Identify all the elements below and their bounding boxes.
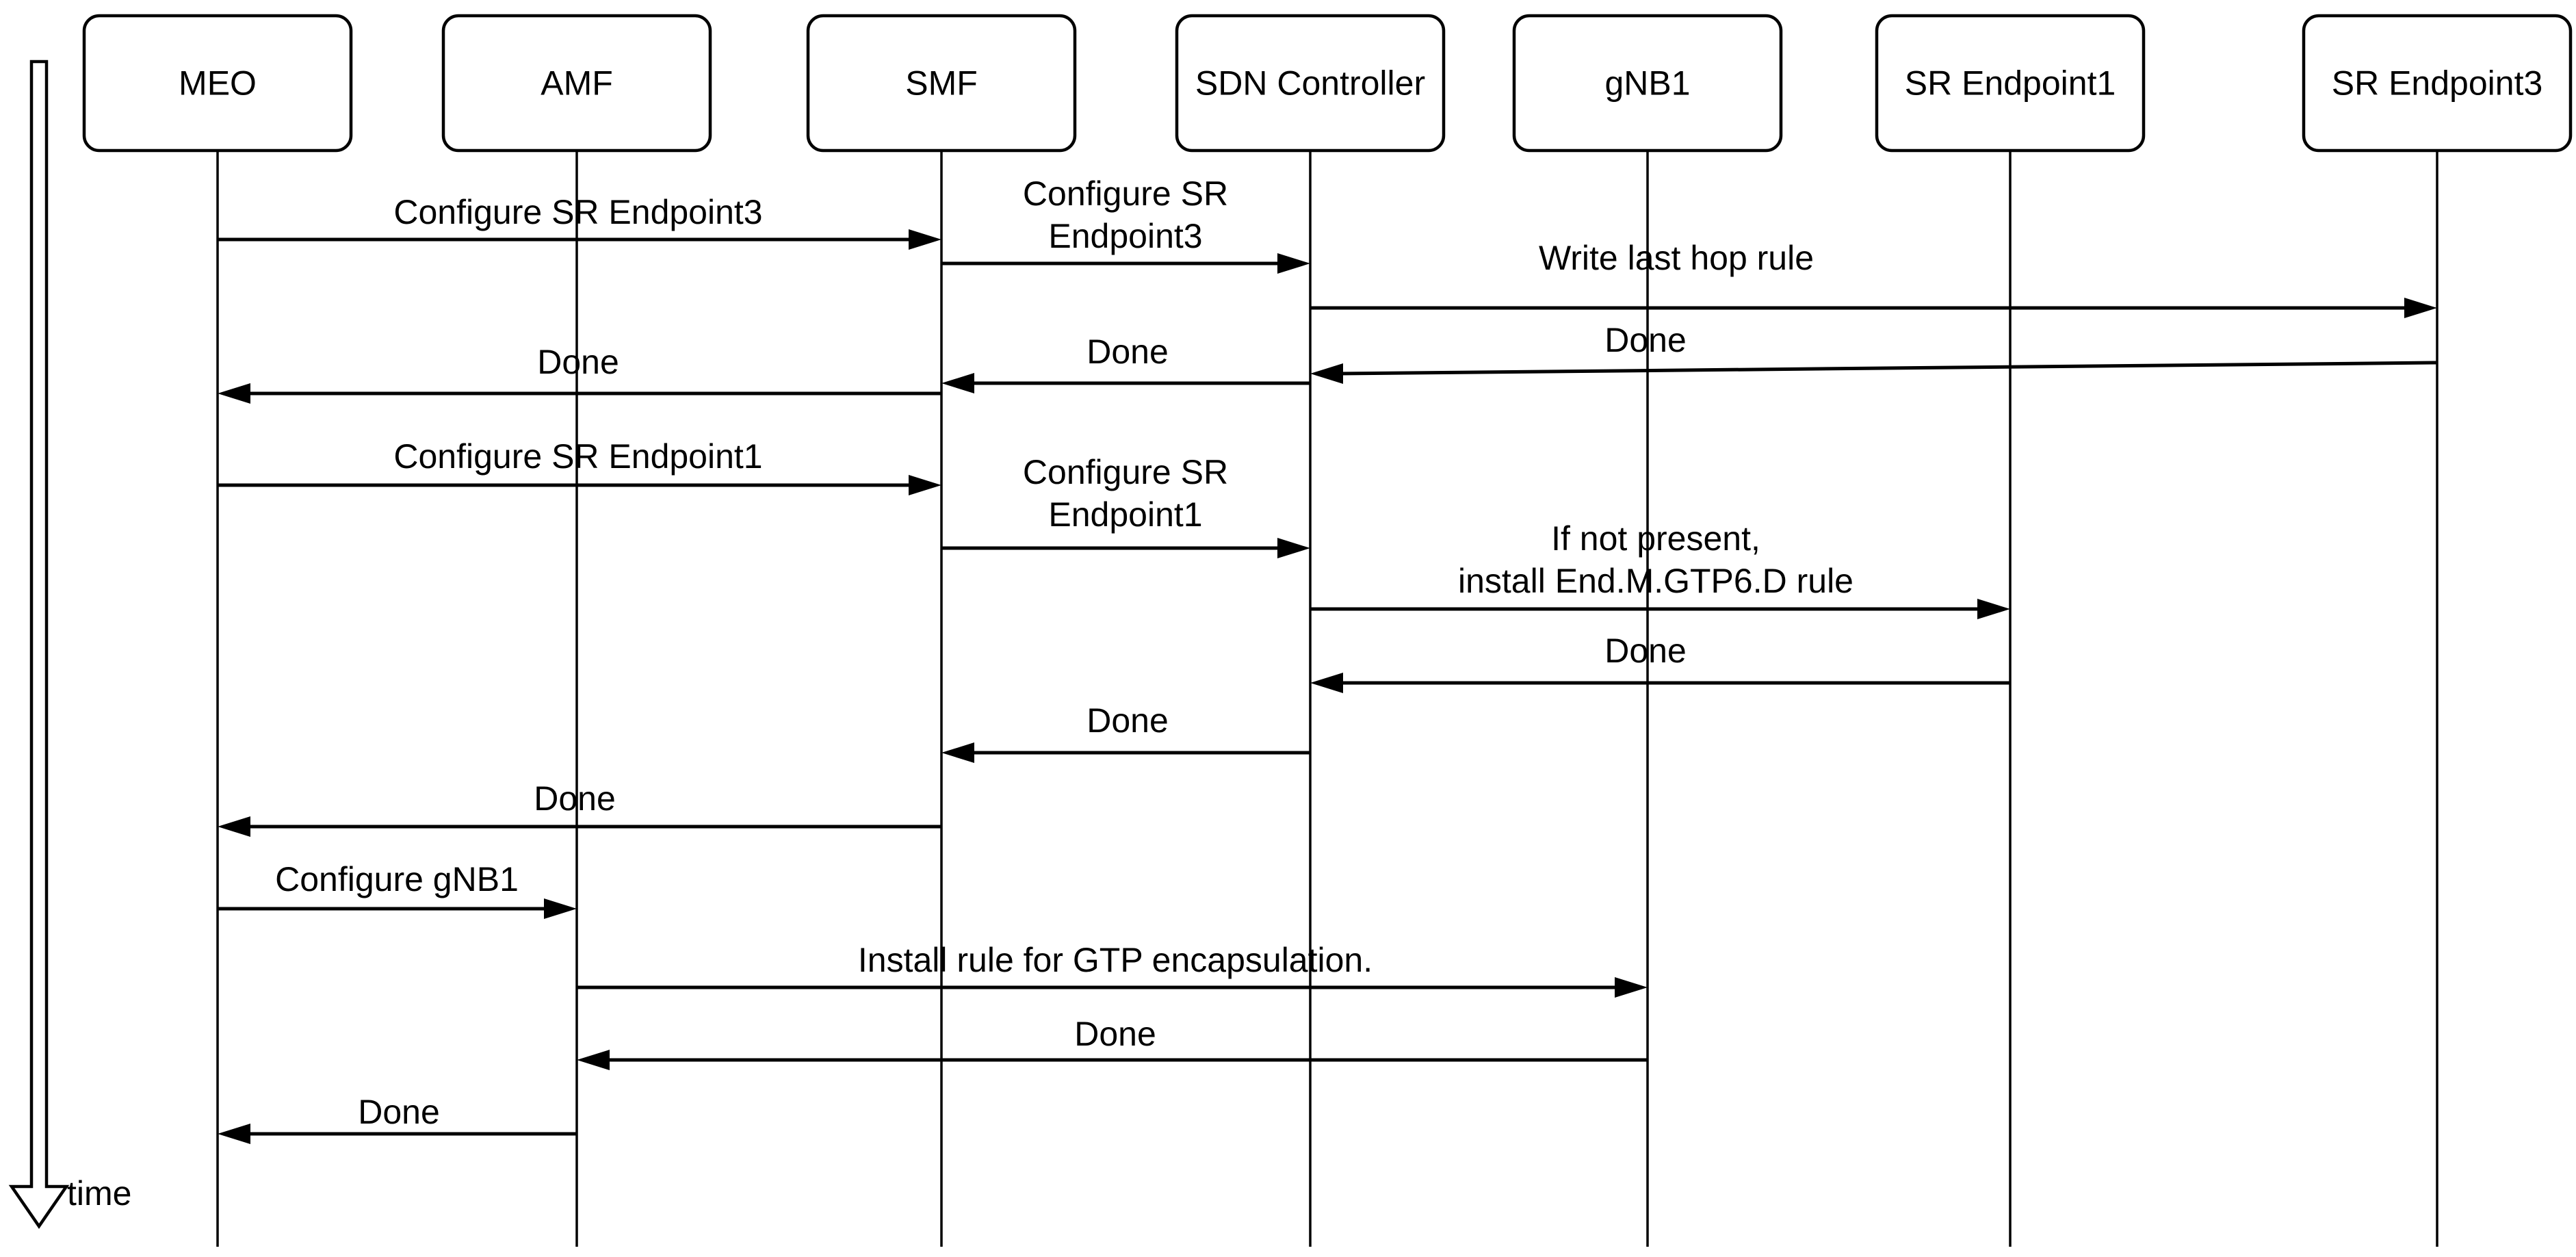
actor-label-sr-endpoint1: SR Endpoint1: [1905, 64, 2116, 103]
actor-box-sdn-controller: [1175, 14, 1446, 153]
message-arrowhead: [544, 898, 577, 919]
message-arrowhead: [1310, 363, 1343, 384]
message-label-line: Endpoint1: [1048, 495, 1202, 534]
message-14-amf-to-gnb1: Install rule for GTP encapsulation.: [577, 941, 1648, 998]
message-label: Configure SR Endpoint3: [393, 193, 762, 231]
message-arrowhead: [1277, 253, 1310, 274]
message-label: Write last hop rule: [1539, 239, 1814, 277]
message-label: Configure gNB1: [275, 860, 519, 898]
time-axis-arrow: [8, 60, 70, 1229]
actor-label-meo: MEO: [179, 64, 257, 103]
message-1-meo-to-smf: Configure SR Endpoint3: [218, 193, 941, 250]
message-label-line: Done: [534, 779, 616, 818]
message-arrowhead: [1615, 977, 1648, 998]
message-label-line: Done: [1074, 1015, 1156, 1053]
message-13-meo-to-amf: Configure gNB1: [218, 860, 577, 919]
message-label-line: Configure SR: [1023, 453, 1228, 491]
message-label-line: Write last hop rule: [1539, 239, 1814, 277]
message-label-line: Done: [358, 1093, 440, 1131]
message-10-sr-endpoint1-to-sdn-controller: Done: [1310, 632, 2010, 693]
actor-box-sr-endpoint3: [2302, 14, 2573, 153]
message-label-line: Endpoint3: [1048, 217, 1202, 255]
message-12-smf-to-meo: Done: [218, 779, 941, 837]
message-label-line: Done: [1604, 632, 1687, 670]
message-label: Done: [534, 779, 616, 818]
message-label: Done: [1604, 321, 1687, 359]
message-8-smf-to-sdn-controller: Configure SR Endpoint1: [941, 453, 1310, 558]
message-arrowhead: [909, 475, 941, 495]
message-label-line: Configure SR Endpoint3: [393, 193, 762, 231]
message-4-sr-endpoint3-to-sdn-controller: Done: [1310, 321, 2438, 384]
message-label-line: If not present,: [1551, 519, 1760, 558]
message-3-sdn-controller-to-sr-endpoint3: Write last hop rule: [1310, 239, 2437, 318]
message-label: Done: [1087, 333, 1169, 371]
message-arrowhead: [577, 1050, 610, 1070]
message-label: Done: [1074, 1015, 1156, 1053]
message-label: Done: [537, 343, 619, 381]
message-arrowhead: [941, 742, 974, 763]
message-label-line: Configure SR Endpoint1: [393, 437, 762, 476]
actor-box-sr-endpoint1: [1875, 14, 2146, 153]
message-label-line: Configure SR: [1023, 174, 1228, 213]
message-label: Done: [358, 1093, 440, 1131]
message-arrowhead: [2404, 298, 2437, 318]
message-arrowhead: [218, 383, 250, 404]
actor-label-smf: SMF: [905, 64, 978, 103]
message-label-line: Done: [537, 343, 619, 381]
message-label: Configure SR Endpoint1: [393, 437, 762, 476]
message-9-sdn-controller-to-sr-endpoint1: If not present, install End.M.GTP6.D rule: [1310, 519, 2010, 619]
message-arrowhead: [1310, 673, 1343, 693]
message-5-sdn-controller-to-smf: Done: [941, 333, 1310, 393]
message-label-line: install End.M.GTP6.D rule: [1458, 562, 1853, 600]
message-line: [1338, 361, 2438, 376]
message-arrowhead: [218, 1124, 250, 1144]
actor-box-gnb1: [1512, 14, 1783, 153]
message-6-smf-to-meo: Done: [218, 343, 941, 404]
message-label: Done: [1604, 632, 1687, 670]
message-label: Done: [1087, 701, 1169, 740]
actor-box-amf: [441, 14, 712, 153]
actor-label-sdn-controller: SDN Controller: [1195, 64, 1425, 103]
message-arrowhead: [218, 816, 250, 837]
actor-box-smf: [806, 14, 1077, 153]
message-7-meo-to-smf: Configure SR Endpoint1: [218, 437, 941, 495]
message-11-sdn-controller-to-smf: Done: [941, 701, 1310, 763]
message-16-amf-to-meo: Done: [218, 1093, 577, 1144]
actor-box-meo: [82, 14, 353, 153]
message-label: Configure SR Endpoint3: [1023, 174, 1228, 255]
message-label-line: Done: [1087, 333, 1169, 371]
actor-label-gnb1: gNB1: [1604, 64, 1690, 103]
message-label: Configure SR Endpoint1: [1023, 453, 1228, 534]
message-arrowhead: [941, 373, 974, 393]
message-label: Install rule for GTP encapsulation.: [858, 941, 1372, 979]
message-label-line: Install rule for GTP encapsulation.: [858, 941, 1372, 979]
actor-label-amf: AMF: [541, 64, 613, 103]
message-2-smf-to-sdn-controller: Configure SR Endpoint3: [941, 174, 1310, 274]
message-label-line: Configure gNB1: [275, 860, 519, 898]
actor-label-sr-endpoint3: SR Endpoint3: [2332, 64, 2543, 103]
message-label: If not present, install End.M.GTP6.D rule: [1458, 519, 1853, 600]
message-label-line: Done: [1087, 701, 1169, 740]
message-arrowhead: [1977, 599, 2010, 619]
message-15-gnb1-to-amf: Done: [577, 1015, 1648, 1070]
message-label-line: Done: [1604, 321, 1687, 359]
message-arrowhead: [1277, 538, 1310, 558]
message-arrowhead: [909, 229, 941, 250]
time-axis-label: time: [67, 1174, 131, 1213]
